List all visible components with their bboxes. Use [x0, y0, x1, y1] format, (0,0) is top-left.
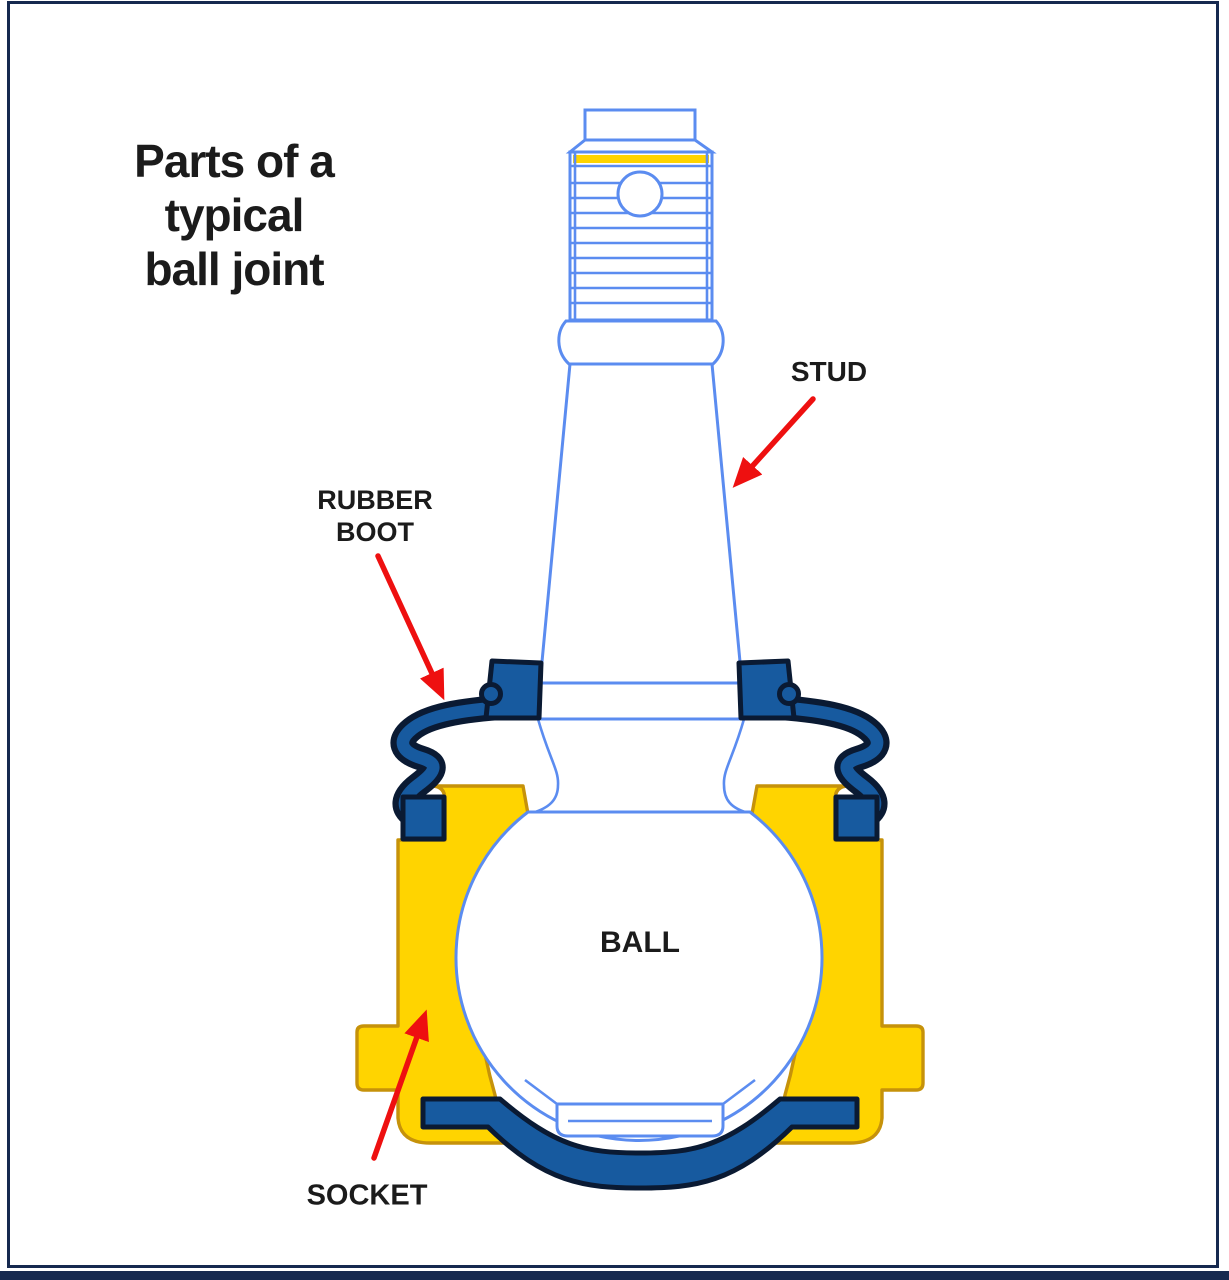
title-line-1: Parts of a — [134, 135, 335, 187]
socket-arrow — [371, 1009, 429, 1161]
stud-yellow-band — [573, 155, 709, 163]
stud-taper — [538, 362, 744, 685]
socket-label: SOCKET — [306, 1179, 428, 1212]
ball-part — [454, 810, 824, 1142]
rubber-boot-label: RUBBER BOOT — [317, 484, 433, 548]
boot-flange-left — [400, 794, 447, 842]
boot-bellows-right — [765, 700, 884, 823]
stud-label: STUD — [790, 356, 868, 387]
stud-flare — [565, 138, 717, 154]
rubber-boot-right — [736, 658, 890, 842]
title-line-2: typical — [164, 189, 305, 241]
stud-arrow — [732, 396, 816, 488]
bottom-plate — [420, 1096, 860, 1191]
stud-thread-lines — [571, 152, 711, 320]
ball-outline — [454, 810, 824, 1142]
boot-bellows-left — [396, 700, 515, 823]
boot-flange-right — [833, 794, 880, 842]
stud-neck-right — [722, 718, 749, 815]
rubber-boot-label-line2: BOOT — [335, 517, 414, 547]
ball-pocket-chamfer-right — [722, 1078, 756, 1106]
rubber-boot-label-line1: RUBBER — [317, 485, 433, 515]
stud-lower-section — [536, 681, 746, 721]
ball-pocket-chamfer-left — [524, 1078, 558, 1106]
stud-groove — [557, 319, 725, 366]
boot-collar-right-bead — [777, 682, 801, 706]
title-line-3: ball joint — [144, 243, 324, 295]
callout-arrows — [371, 396, 816, 1161]
stud-neck-left — [531, 718, 560, 815]
rubber-boot-left — [390, 658, 544, 842]
boot-collar-left-bead — [479, 682, 503, 706]
cotter-pin-hole-icon — [616, 170, 664, 218]
stud-cap — [583, 108, 697, 142]
bottom-bar — [0, 1271, 1229, 1280]
diagram-title: Parts of a typical ball joint — [134, 134, 335, 296]
rubber-boot-arrow — [375, 553, 445, 701]
stud-part — [531, 108, 749, 815]
ball-label: BALL — [600, 926, 680, 959]
